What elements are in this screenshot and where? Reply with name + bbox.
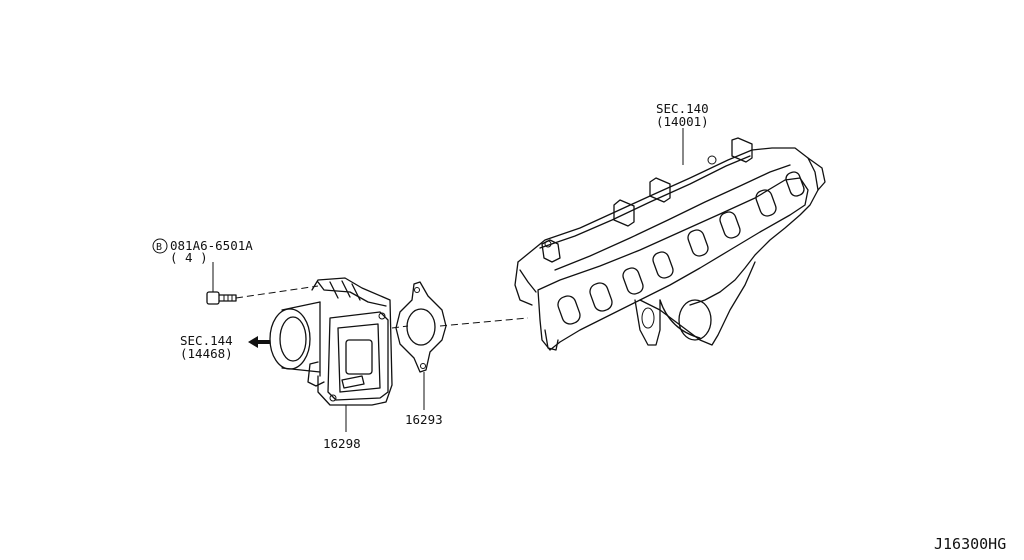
throttle-gasket-alignment-line xyxy=(391,325,409,329)
bolt-alignment-line xyxy=(235,285,319,299)
manifold-part-label: (14001) xyxy=(656,114,709,129)
duct-sec-label: SEC.144 xyxy=(180,333,233,348)
diagram-id: J16300HG xyxy=(934,535,1006,553)
throttle-body-part-label: 16298 xyxy=(323,436,361,451)
manifold-sec-label: SEC.140 xyxy=(656,101,709,116)
arrow-left-icon xyxy=(248,336,270,348)
bolt-qty-label: ( 4 ) xyxy=(170,250,208,265)
bolt xyxy=(206,291,237,305)
gasket-manifold-alignment-line xyxy=(439,317,529,327)
bolt-part-label: 081A6-6501A xyxy=(170,238,253,253)
gasket xyxy=(395,281,447,373)
throttle-body xyxy=(269,277,393,406)
bolt-symbol-circle xyxy=(152,238,168,254)
intake-manifold xyxy=(514,137,826,351)
bolt-symbol: B xyxy=(156,242,162,253)
duct-part-label: (14468) xyxy=(180,346,233,361)
gasket-part-label: 16293 xyxy=(405,412,443,427)
bolt-callout: B 081A6-6501A ( 4 ) xyxy=(152,238,253,265)
